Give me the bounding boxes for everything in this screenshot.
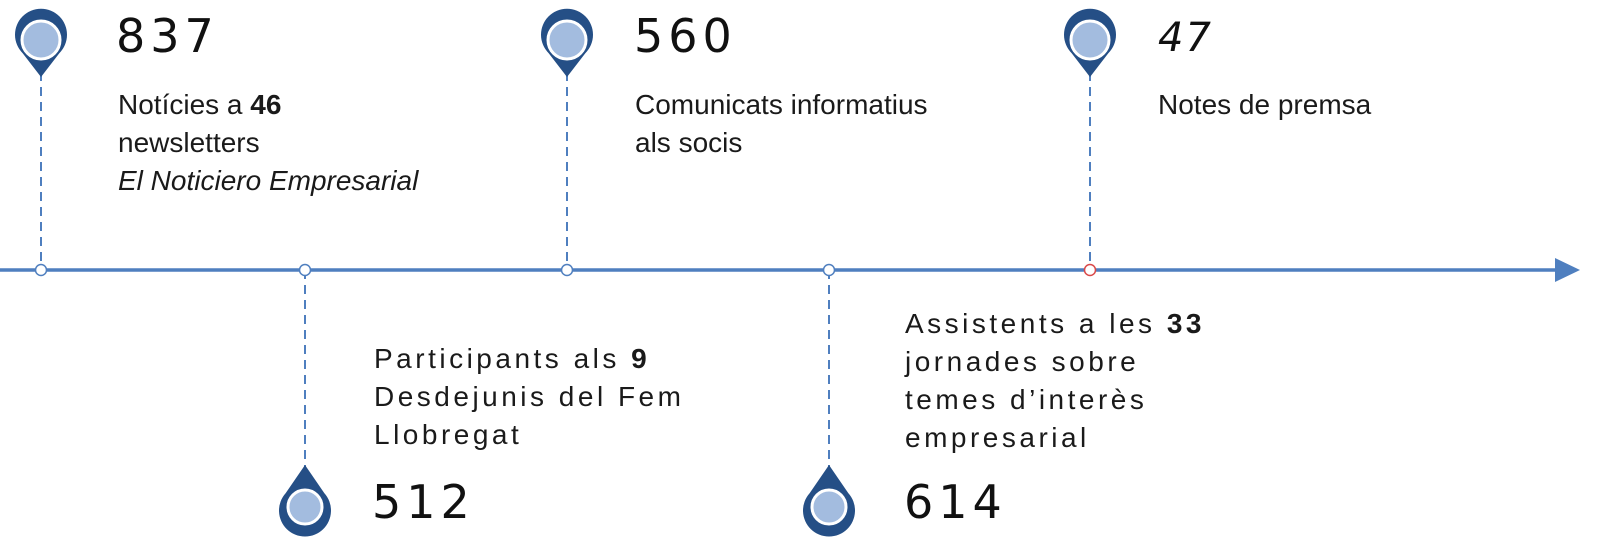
desc-line: empresarial <box>905 422 1090 453</box>
desc-line: jornades sobre <box>905 346 1140 377</box>
map-pin-icon <box>541 8 593 78</box>
timeline-node <box>560 263 574 277</box>
map-pin-icon <box>803 465 855 537</box>
stat-description: Assistents a les 33 jornades sobre temes… <box>905 305 1205 457</box>
stat-value-47: 47 <box>1158 15 1213 61</box>
desc-line: als socis <box>635 127 743 158</box>
timeline-node <box>822 263 836 277</box>
desc-line: Assistents a les 33 <box>905 308 1205 339</box>
desc-line: newsletters <box>118 127 260 158</box>
timeline-node-highlight <box>1083 263 1097 277</box>
desc-line: Notes de premsa <box>1158 89 1372 120</box>
stat-description: Notes de premsa <box>1158 86 1371 124</box>
stat-value-837: 837 <box>116 9 219 63</box>
desc-line: Comunicats informatius <box>635 89 928 120</box>
desc-line: temes d’interès <box>905 384 1148 415</box>
map-pin-icon <box>279 465 331 537</box>
timeline-node <box>298 263 312 277</box>
desc-line: Notícies a 46 <box>118 89 282 120</box>
stat-description: Comunicats informatius als socis <box>635 86 928 162</box>
timeline-node <box>34 263 48 277</box>
stat-description: Notícies a 46 newsletters El Noticiero E… <box>118 86 418 200</box>
map-pin-icon <box>15 8 68 78</box>
stat-value-614: 614 <box>904 475 1007 529</box>
timeline-arrow-head <box>1555 258 1580 282</box>
desc-line: Participants als 9 <box>374 343 651 374</box>
stat-description: Participants als 9 Desdejunis del Fem Ll… <box>374 340 684 454</box>
desc-line: El Noticiero Empresarial <box>118 165 419 196</box>
desc-line: Desdejunis del Fem <box>374 381 685 412</box>
desc-line: Llobregat <box>374 419 523 450</box>
map-pin-icon <box>1064 8 1116 78</box>
stat-value-560: 560 <box>634 9 737 63</box>
stat-value-512: 512 <box>372 475 475 529</box>
